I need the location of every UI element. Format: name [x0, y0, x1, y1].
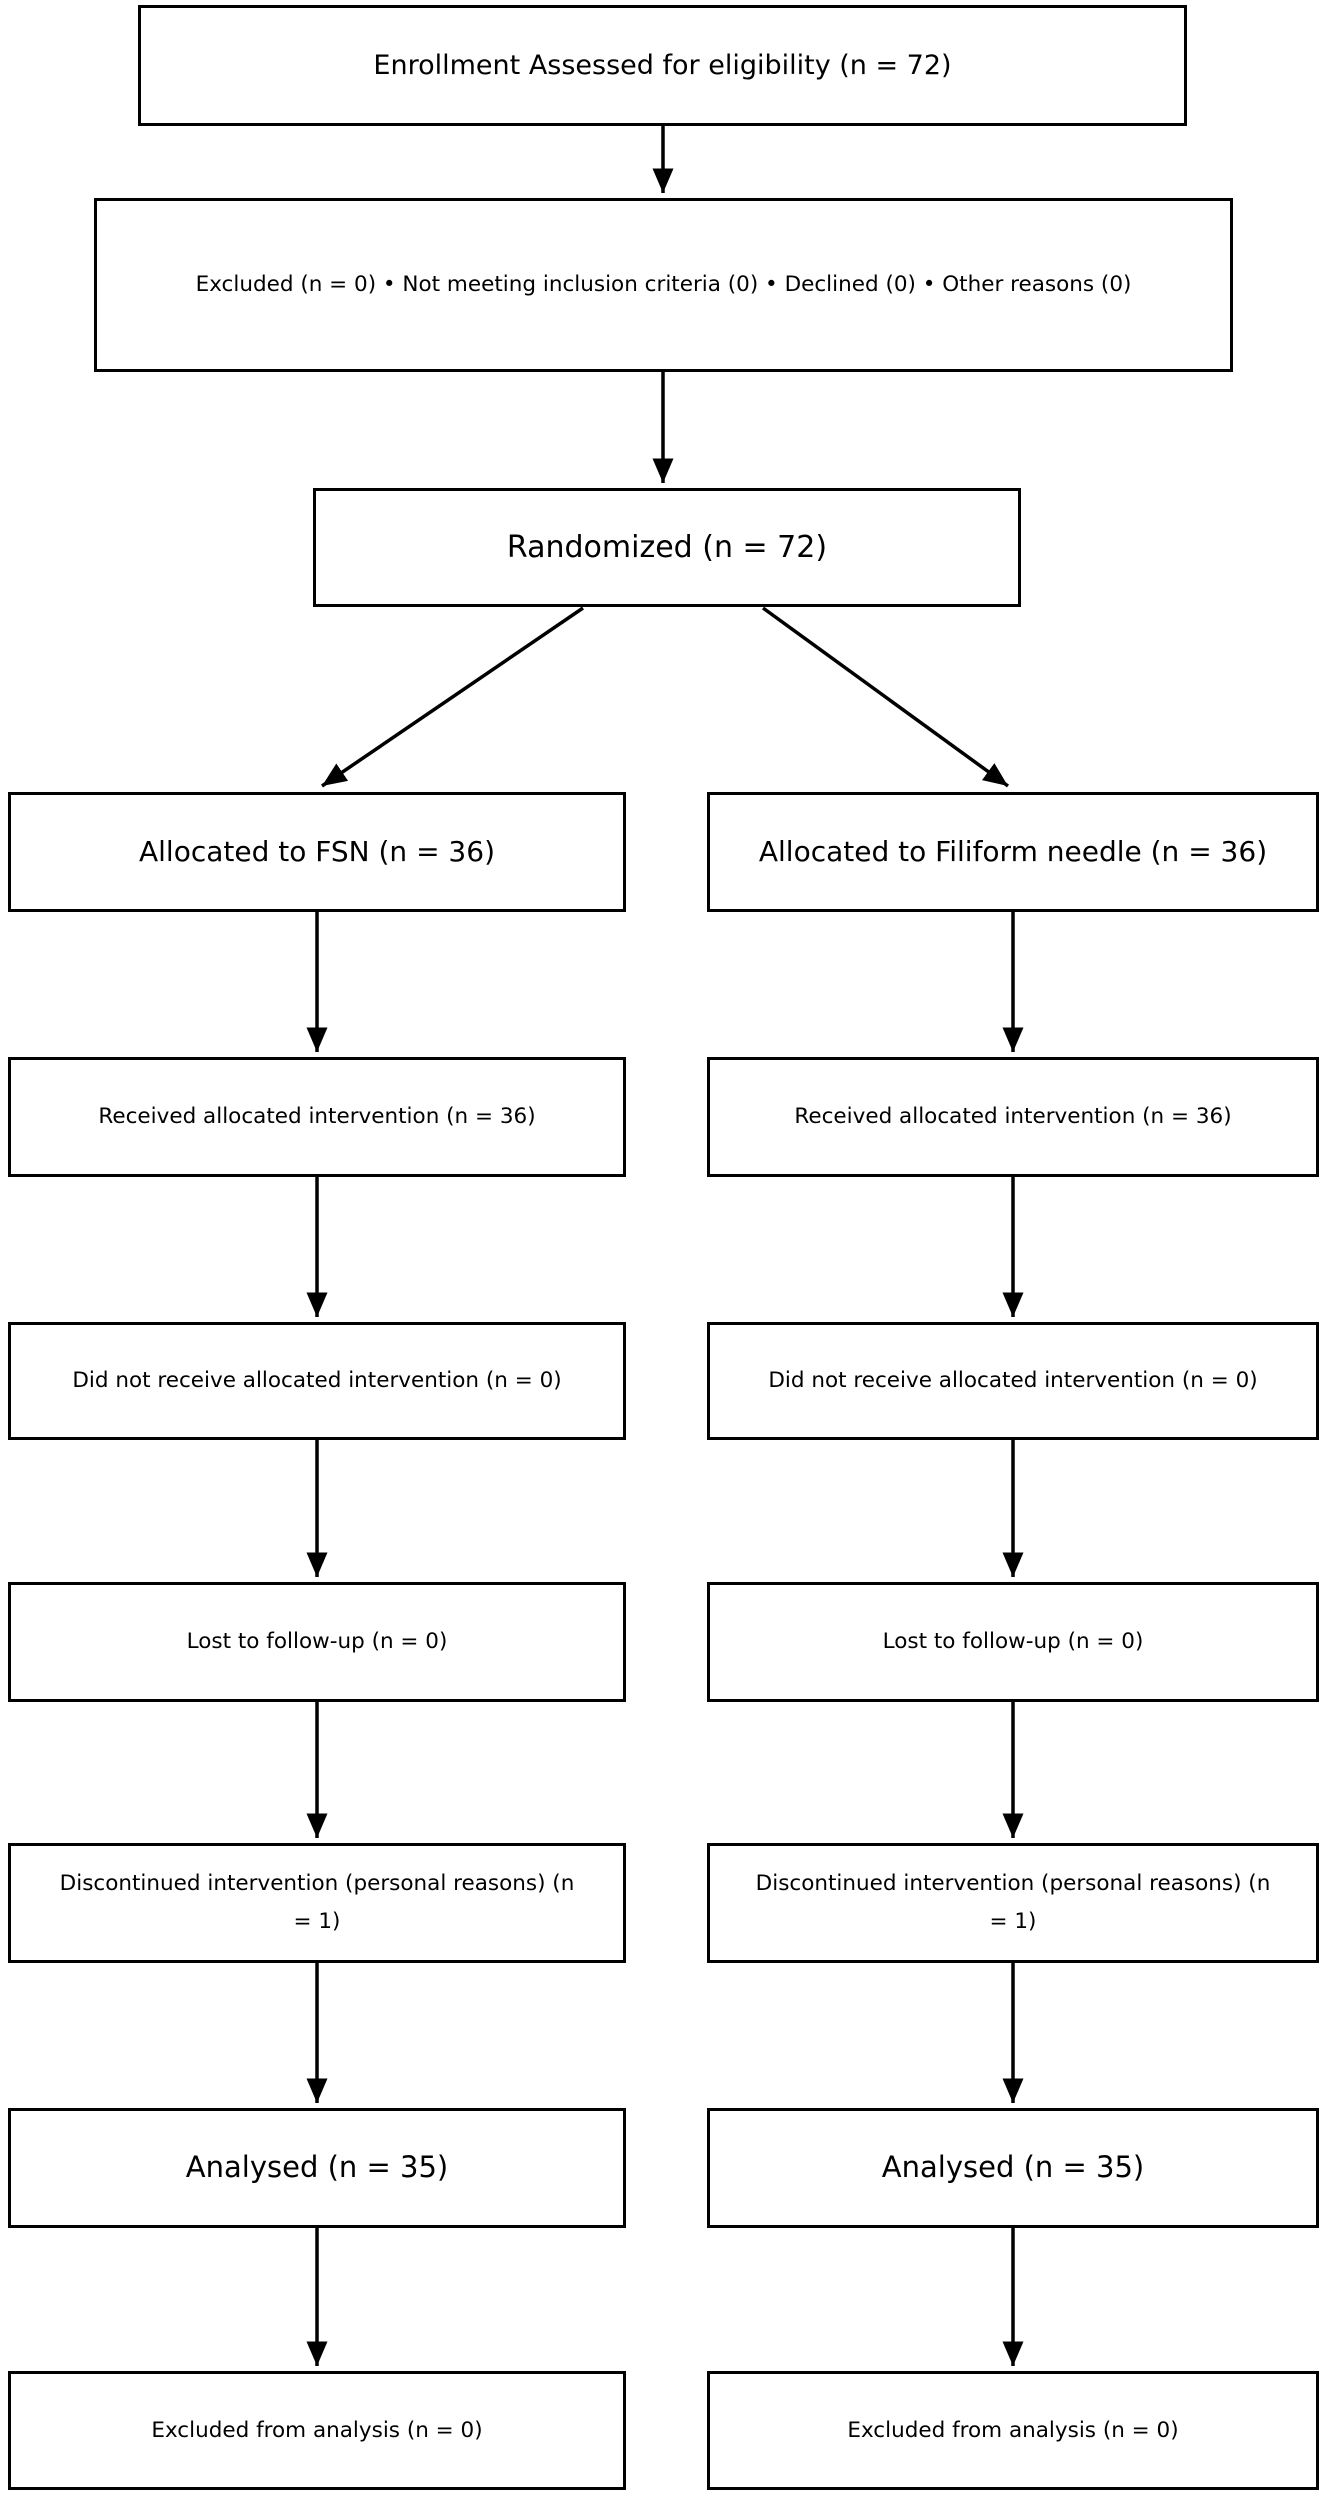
node-filiform-analysed: Analysed (n = 35)	[707, 2108, 1319, 2228]
arrow-randomized-to-fsn	[321, 606, 584, 788]
node-randomized: Randomized (n = 72)	[313, 488, 1021, 607]
node-fsn-received: Received allocated intervention (n = 36)	[8, 1057, 626, 1177]
node-fsn-did-not-receive: Did not receive allocated intervention (…	[8, 1322, 626, 1440]
node-fsn-discontinued: Discontinued intervention (personal reas…	[8, 1843, 626, 1963]
node-fsn-analysed: Analysed (n = 35)	[8, 2108, 626, 2228]
arrow-randomized-to-filiform	[761, 606, 1010, 788]
node-fsn-allocated: Allocated to FSN (n = 36)	[8, 792, 626, 912]
node-filiform-discontinued: Discontinued intervention (personal reas…	[707, 1843, 1319, 1963]
node-fsn-excluded-from-analysis: Excluded from analysis (n = 0)	[8, 2371, 626, 2490]
node-enrollment-assessed: Enrollment Assessed for eligibility (n =…	[138, 5, 1187, 126]
node-filiform-excluded-from-analysis: Excluded from analysis (n = 0)	[707, 2371, 1319, 2490]
node-filiform-lost-followup: Lost to follow-up (n = 0)	[707, 1582, 1319, 1702]
node-fsn-lost-followup: Lost to follow-up (n = 0)	[8, 1582, 626, 1702]
node-filiform-did-not-receive: Did not receive allocated intervention (…	[707, 1322, 1319, 1440]
node-excluded: Excluded (n = 0) • Not meeting inclusion…	[94, 198, 1233, 372]
node-filiform-received: Received allocated intervention (n = 36)	[707, 1057, 1319, 1177]
node-filiform-allocated: Allocated to Filiform needle (n = 36)	[707, 792, 1319, 912]
